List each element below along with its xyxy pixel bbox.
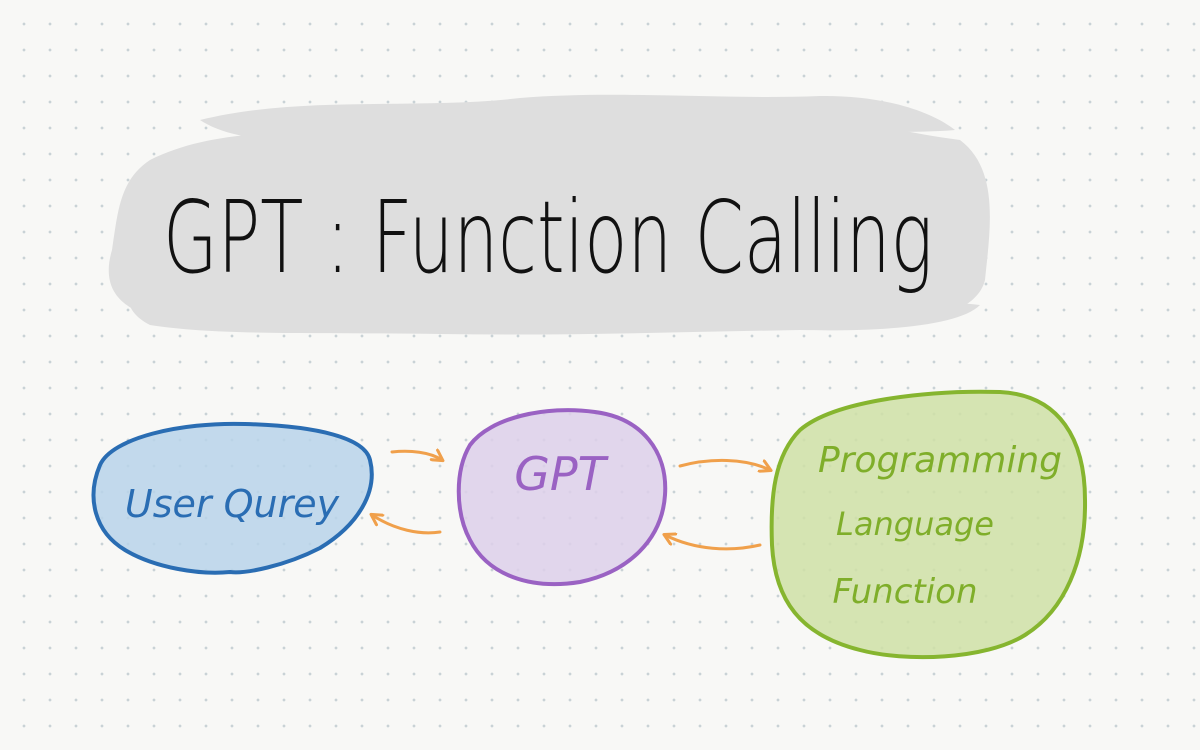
title-highlight [108,94,990,335]
user-query-label: User Qurey [125,482,340,526]
function-blob [769,389,1088,660]
gpt-label: GPT [514,447,609,501]
gpt-node: GPT [456,408,668,587]
arrow-gpt-to-function [678,458,770,470]
function-label-line-2: Language [836,505,994,543]
function-label-line-3: Function [832,572,977,612]
user-query-blob [91,421,374,575]
arrow-gpt-to-user [372,515,442,535]
arrow-function-to-gpt [665,535,762,551]
arrow-user-to-gpt [390,451,442,460]
gpt-blob [456,408,668,587]
function-label-line-1: Programming [818,440,1062,481]
page-title: GPT : Function Calling [163,179,933,296]
function-node: Programming Language Function [769,389,1088,660]
user-query-node: User Qurey [91,421,374,575]
